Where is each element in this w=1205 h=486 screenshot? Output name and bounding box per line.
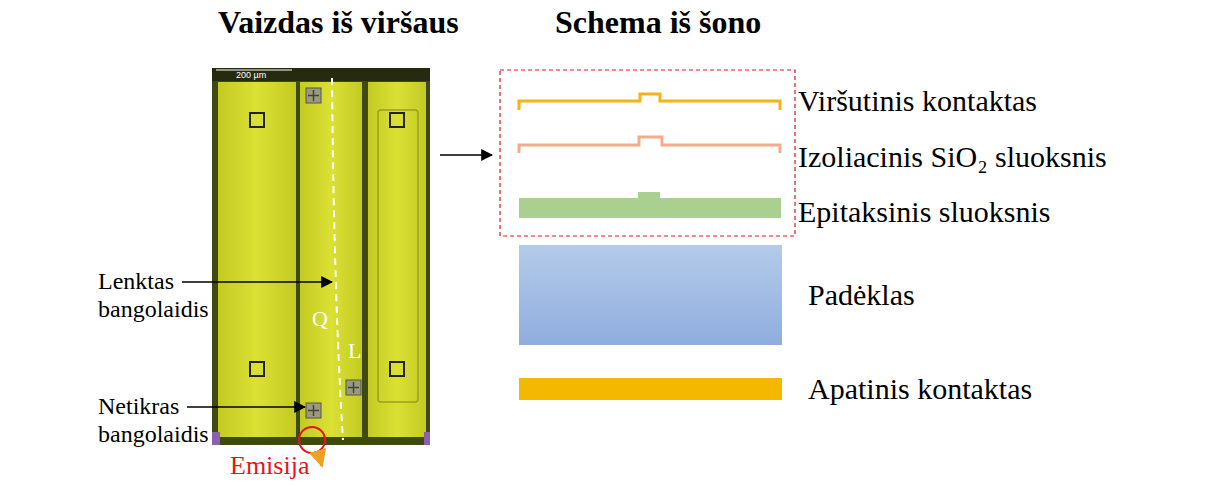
- layer-label: Padėklas: [808, 278, 915, 313]
- leader-arrow: [182, 281, 332, 283]
- alignment-pad: [306, 403, 321, 418]
- contact-band: [368, 82, 426, 437]
- view-heading: Schema iš šono: [555, 4, 761, 41]
- alignment-square: [250, 113, 264, 127]
- alignment-pad: [306, 88, 321, 103]
- layer-label: Izoliacinis SiO₂ sluoksnis: [798, 140, 1107, 175]
- emission-circle: [299, 427, 325, 453]
- layer-label: Apatinis kontaktas: [808, 372, 1032, 407]
- emission-label: Emisija: [230, 452, 309, 481]
- microscope-photo: [212, 68, 430, 445]
- zoom-arrow: [440, 154, 492, 156]
- substrate: [519, 245, 782, 345]
- layer-label: Epitaksinis sluoksnis: [798, 195, 1051, 230]
- layer-label: Viršutinis kontaktas: [798, 84, 1037, 119]
- scale-label: 200 µm: [236, 71, 266, 80]
- contact-window: [378, 110, 418, 402]
- contact-band: [300, 82, 362, 437]
- zoom-frame: [500, 70, 795, 236]
- chip-corner: [424, 432, 430, 445]
- chip-corner: [212, 432, 220, 445]
- part-label: Netikras bangolaidis: [98, 393, 216, 448]
- alignment-pad: [346, 380, 361, 395]
- length-label: L: [348, 338, 361, 363]
- top-contact-layer: [519, 94, 780, 110]
- photo-ground: [212, 68, 430, 445]
- point-label: Q: [312, 306, 328, 331]
- bottom-contact-layer: [519, 378, 782, 400]
- epitaxial-layer: [519, 198, 781, 218]
- ridge: [638, 192, 660, 199]
- part-label: Lenktas bangolaidis: [98, 268, 216, 323]
- photo-top-bar: [212, 68, 430, 81]
- leader-arrow: [187, 406, 305, 408]
- alignment-square: [390, 362, 404, 376]
- curved-waveguide-trace: [332, 78, 343, 440]
- contact-band: [218, 82, 296, 437]
- emission-arrow: [318, 452, 322, 466]
- view-heading: Vaizdas iš viršaus: [218, 4, 459, 41]
- insulator-layer: [519, 137, 780, 153]
- alignment-square: [250, 362, 264, 376]
- alignment-square: [390, 113, 404, 127]
